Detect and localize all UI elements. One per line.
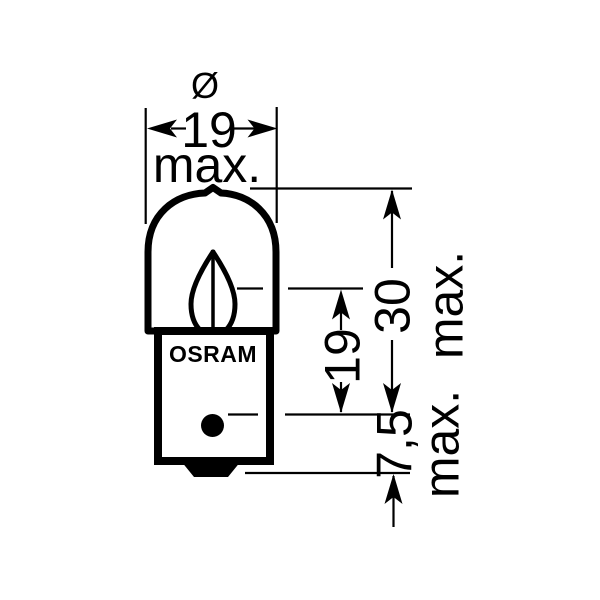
bayonet-pin bbox=[201, 414, 224, 437]
filament-outline-left bbox=[188, 249, 216, 333]
dimension-overall-length: 30 max. bbox=[250, 187, 474, 413]
arrowhead-down-icon bbox=[332, 383, 350, 413]
dimension-light-center-length: 19 bbox=[237, 287, 371, 413]
overall-length-qualifier: max. bbox=[418, 251, 474, 359]
brand-label: OSRAM bbox=[169, 341, 257, 367]
arrowhead-up-icon bbox=[383, 189, 401, 220]
dimension-diameter: Ø 19 max. bbox=[144, 65, 278, 224]
diameter-value: 19 bbox=[181, 102, 237, 158]
base-length-value: 7,5 bbox=[367, 409, 423, 479]
arrowhead-down-icon bbox=[383, 383, 401, 413]
arrowhead-left-icon bbox=[147, 119, 177, 138]
bulb-metal-base bbox=[154, 327, 274, 465]
dimension-base-length: 7,5 max. bbox=[228, 390, 470, 527]
base-bottom-contact bbox=[181, 461, 241, 477]
arrowhead-up-icon bbox=[384, 474, 403, 504]
light-center-length-value: 19 bbox=[315, 328, 371, 384]
filament-outline-right bbox=[210, 249, 238, 333]
diameter-symbol: Ø bbox=[191, 65, 219, 106]
base-length-qualifier: max. bbox=[414, 390, 470, 498]
diameter-qualifier: max. bbox=[153, 137, 261, 193]
bulb: OSRAM bbox=[144, 184, 280, 477]
overall-length-value: 30 bbox=[365, 278, 421, 334]
arrowhead-up-icon bbox=[332, 289, 350, 320]
arrowhead-right-icon bbox=[247, 119, 278, 138]
